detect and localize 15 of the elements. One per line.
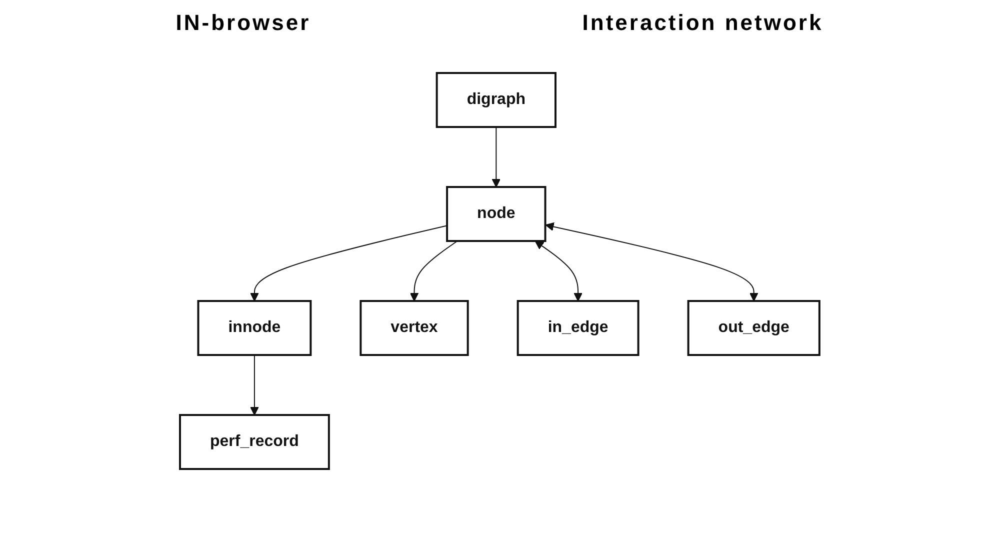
node-box: innode xyxy=(197,300,312,356)
node-box: out_edge xyxy=(687,300,820,356)
node-box: in_edge xyxy=(516,300,640,356)
arrow xyxy=(250,225,448,302)
node-box: digraph xyxy=(436,72,556,128)
node-box: vertex xyxy=(359,300,469,356)
arrow xyxy=(545,222,758,302)
arrow xyxy=(534,240,582,302)
section-heading: Interaction network xyxy=(582,10,824,36)
arrow xyxy=(410,240,458,302)
arrow xyxy=(492,126,500,188)
section-heading: IN-browser xyxy=(176,10,311,36)
node-box: node xyxy=(446,186,546,242)
node-box: perf_record xyxy=(178,414,330,470)
arrow xyxy=(250,354,259,416)
